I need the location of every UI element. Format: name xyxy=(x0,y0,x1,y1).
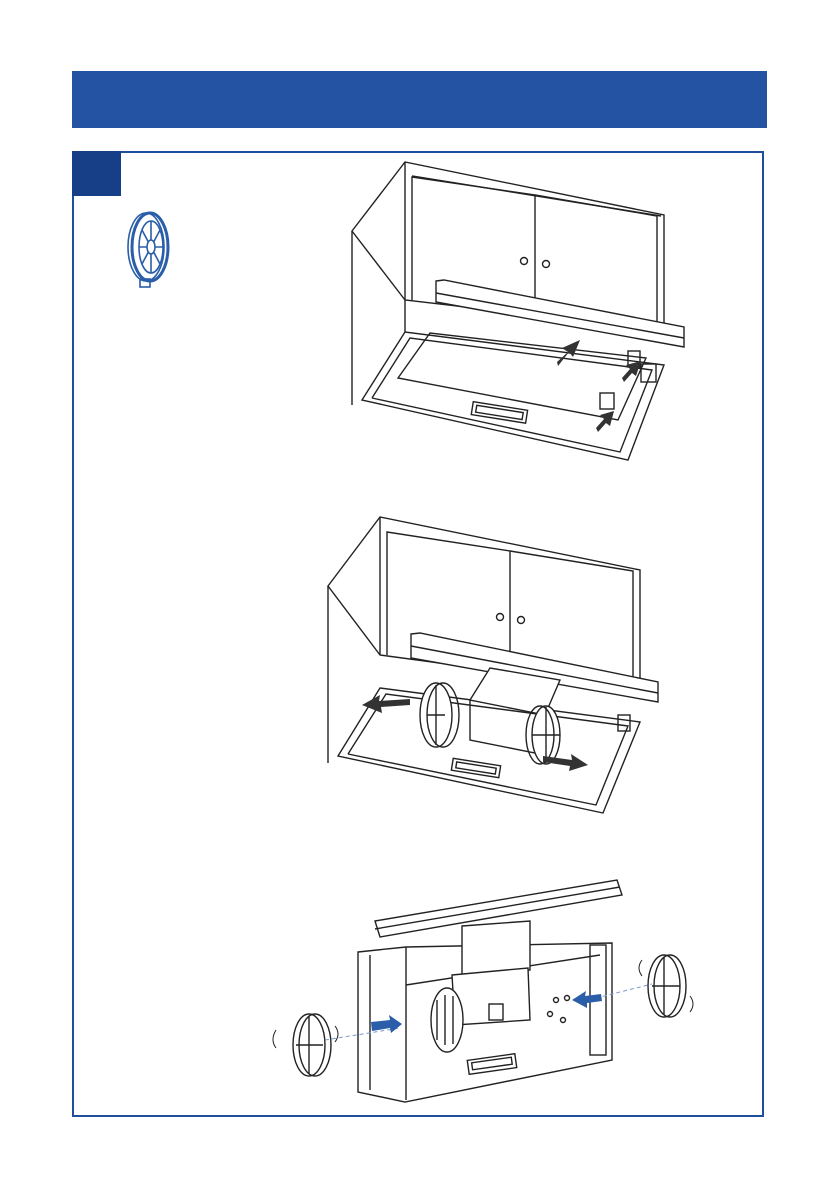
open-hood-step xyxy=(352,162,684,460)
install-carbon-filters-step xyxy=(273,880,693,1102)
carbon-filter-icon xyxy=(128,213,168,287)
remove-filters-step xyxy=(328,517,658,813)
